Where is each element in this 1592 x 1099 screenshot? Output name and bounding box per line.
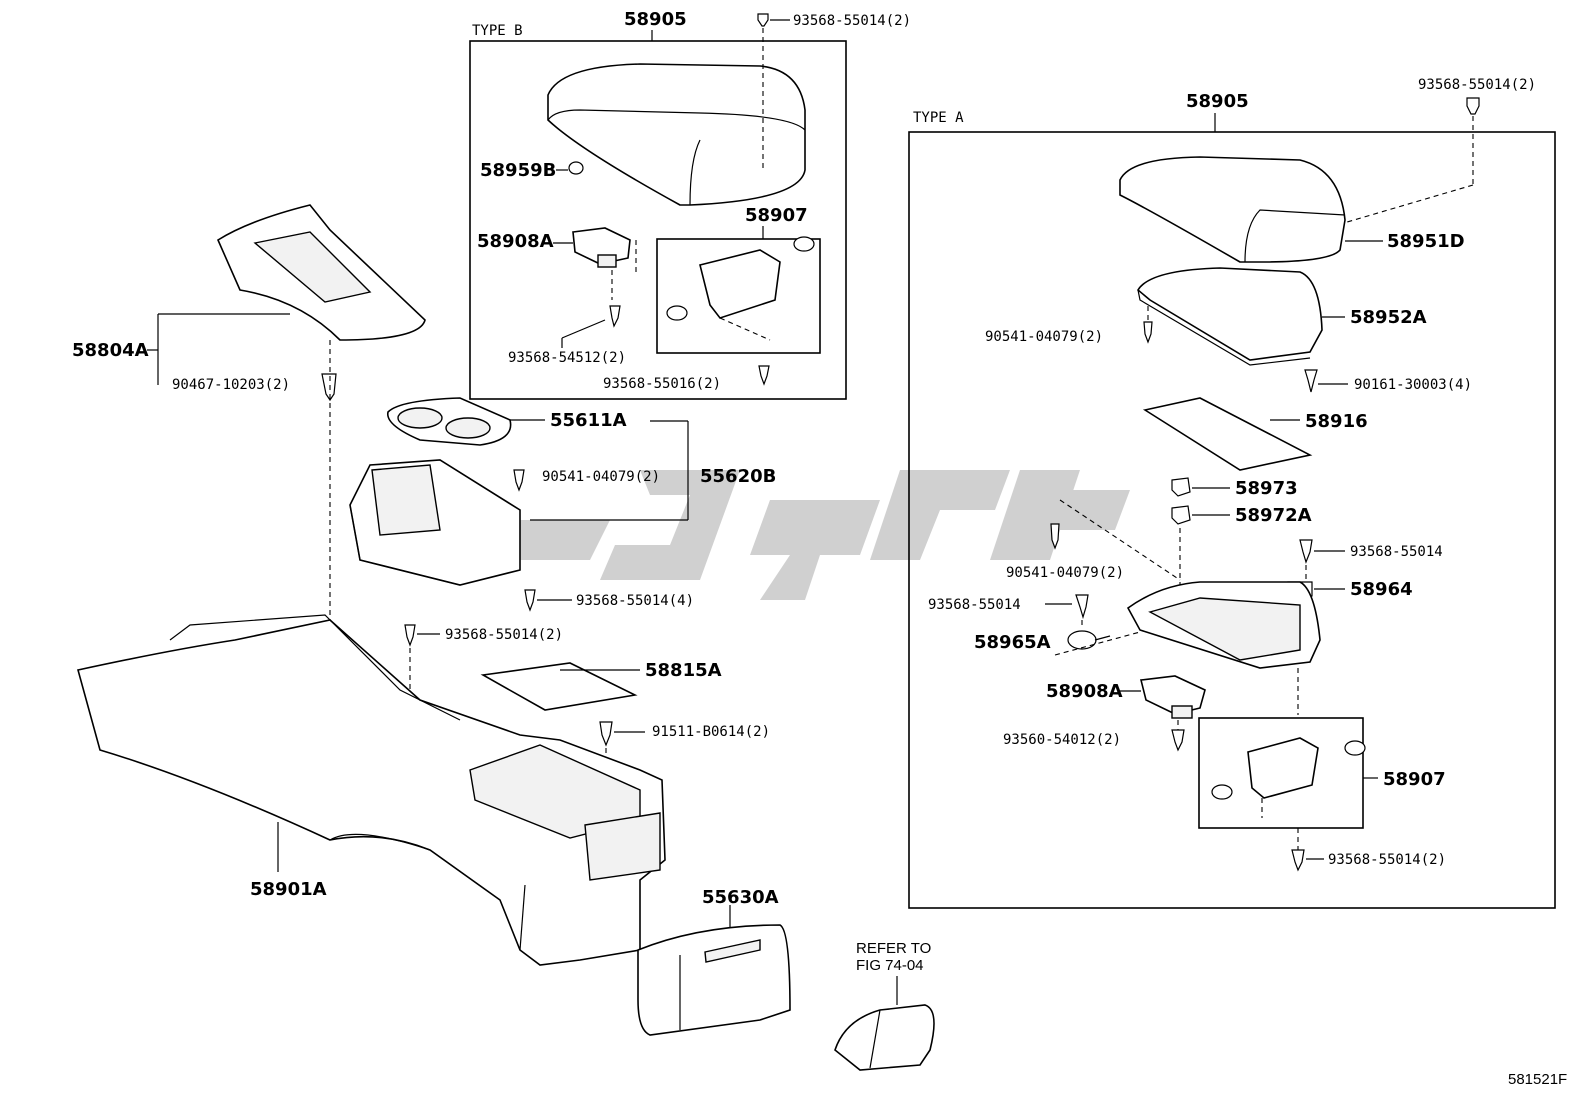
tray-58916 [1142,397,1313,471]
clip-icon [321,373,337,402]
type-a-label: TYPE A [913,110,964,126]
label-55620b: 55620B [700,466,776,487]
mat-58815a [480,662,638,711]
type-b-frame [469,40,847,400]
type-a-93560-label: 93560-54012(2) [1003,732,1121,748]
label-93568-55014-2-left: 93568-55014(2) [445,627,563,643]
type-b-58959b-label: 58959B [480,160,556,181]
type-b-58907-label: 58907 [745,205,808,226]
type-a-frame [908,131,1556,909]
type-b-58905-label: 58905 [624,9,687,30]
screw-icon [1291,849,1305,872]
label-55630a: 55630A [702,887,779,908]
screw-icon [599,721,613,747]
type-a-90541-top-label: 90541-04079(2) [985,329,1103,345]
label-55611a: 55611A [550,410,627,431]
screw-icon [609,305,621,328]
cushion-icon [1171,505,1191,525]
type-b-58907-frame [656,238,821,354]
type-a-58973-label: 58973 [1235,478,1298,499]
type-b-screw-top-label: 93568-55014(2) [793,13,911,29]
type-a-58952a-label: 58952A [1350,307,1427,328]
shift-panel-58804a [216,204,426,341]
type-a-58908a-label: 58908A [1046,681,1123,702]
lock-bracket-type-a [1140,675,1206,719]
type-a-90541-mid-label: 90541-04079(2) [1006,565,1124,581]
armrest-bottom-tray [1126,581,1321,669]
console-body-58901a [77,614,666,966]
armrest-base-58952a [1136,267,1323,366]
type-a-93568-right-label: 93568-55014 [1350,544,1443,560]
screw-icon [1050,523,1060,550]
refer-to-line2: FIG 74-04 [856,957,924,974]
screw-icon [1466,97,1480,185]
hinge-58965a [1067,630,1111,650]
refer-to-line1: REFER TO [856,940,931,957]
screw-icon [513,469,525,492]
label-58815a: 58815A [645,660,722,681]
storage-pocket-55630a [637,924,791,1036]
type-a-58965a-label: 58965A [974,632,1051,653]
type-a-58907-label: 58907 [1383,769,1446,790]
label-91511-b0614: 91511-B0614(2) [652,724,770,740]
type-a-93568-left-label: 93568-55014 [928,597,1021,613]
label-90541-04079-left: 90541-04079(2) [542,469,660,485]
armrest-lid-type-b [547,63,806,206]
type-b-label: TYPE B [472,23,523,39]
type-b-screw-54512-label: 93568-54512(2) [508,350,626,366]
type-a-58907-frame [1198,717,1364,829]
latch-assembly-type-a [1211,737,1366,818]
screw-icon [1304,369,1318,393]
screw-icon [524,589,536,612]
cushion-icon [1171,477,1191,497]
armrest-lid-type-a [1119,156,1346,263]
type-a-58964-label: 58964 [1350,579,1413,600]
label-58901a: 58901A [250,879,327,900]
screw-icon [1143,321,1153,344]
cup-holder-box-55620b [349,459,521,586]
lock-bracket-type-b [572,227,631,268]
latch-assembly-type-b [666,236,815,341]
screw-icon [1075,594,1089,620]
type-b-58908a-label: 58908A [477,231,554,252]
label-58804a: 58804A [72,340,149,361]
type-a-58916-label: 58916 [1305,411,1368,432]
type-a-58972a-label: 58972A [1235,505,1312,526]
type-a-58905-label: 58905 [1186,91,1249,112]
screw-icon [757,13,769,170]
screw-icon [404,624,416,647]
type-a-93568-bottom-label: 93568-55014(2) [1328,852,1446,868]
screw-icon [1171,729,1185,752]
plug-icon [568,161,584,175]
type-a-90161-label: 90161-30003(4) [1354,377,1472,393]
label-93568-55014-4: 93568-55014(4) [576,593,694,609]
label-90467-10203: 90467-10203(2) [172,377,290,393]
screw-icon [758,365,770,386]
screw-icon [1299,539,1313,564]
type-b-screw-55016-label: 93568-55016(2) [603,376,721,392]
cup-holder-insert-55611a [387,397,512,446]
figure-id: 581521F [1508,1071,1567,1088]
type-a-screw-top-label: 93568-55014(2) [1418,77,1536,93]
type-a-58951d-label: 58951D [1387,231,1465,252]
console-end-trim [834,1004,935,1071]
